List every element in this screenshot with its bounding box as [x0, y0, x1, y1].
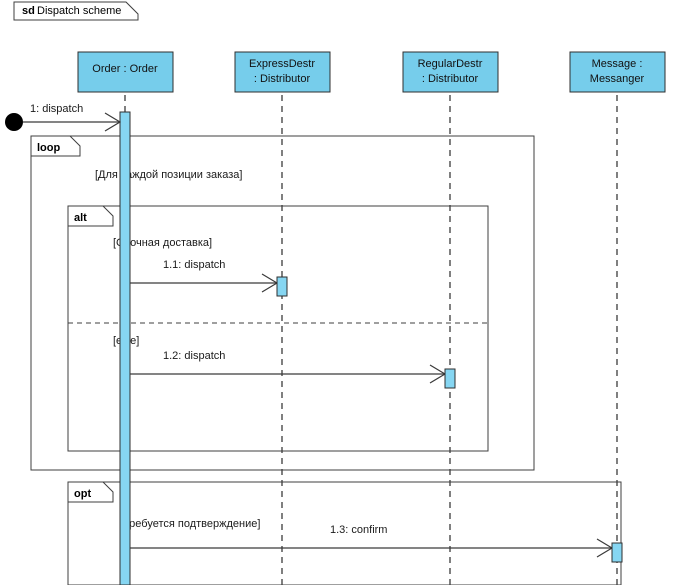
fragment-opt-operator: opt	[74, 488, 91, 500]
fragment-alt-operator: alt	[74, 212, 87, 224]
lifeline-head-order[interactable]: Order : Order	[77, 51, 174, 93]
message-1-3-label: 1.3: confirm	[330, 524, 387, 536]
fragment-alt-border[interactable]	[67, 205, 489, 452]
lifeline-head-messenger[interactable]: Message : Messanger	[569, 51, 666, 93]
diagram-frame-tab-shape	[13, 1, 139, 21]
fragment-loop-tab	[30, 135, 81, 157]
message-1-2-dispatch[interactable]: 1.2: dispatch	[130, 350, 456, 389]
fragment-loop-operator: loop	[37, 142, 60, 154]
activation-bar-regulardestr[interactable]	[444, 368, 456, 389]
fragment-loop-guard: [Для каждой позиции заказа]	[95, 169, 242, 181]
message-1-3-confirm[interactable]: 1.3: confirm	[130, 524, 623, 563]
lifeline-label-regulardestr-line1: RegularDestr	[418, 58, 483, 70]
lifeline-label-order-line1: Order : Order	[92, 63, 158, 75]
message-1-arrowhead	[104, 112, 122, 132]
message-1-2-label: 1.2: dispatch	[163, 350, 225, 362]
lifeline-head-regulardestr[interactable]: RegularDestr : Distributor	[402, 51, 499, 93]
lifeline-head-expressdestr[interactable]: ExpressDestr : Distributor	[234, 51, 331, 93]
fragment-alt[interactable]: alt [Срочная доставка] [else]	[67, 205, 489, 452]
fragment-alt-tab	[67, 205, 114, 227]
fragment-opt-guard: [Требуется подтверждение]	[120, 518, 260, 530]
lifeline-box-regulardestr[interactable]	[402, 51, 499, 93]
lifeline-box-expressdestr[interactable]	[234, 51, 331, 93]
message-1-1-dispatch[interactable]: 1.1: dispatch	[130, 259, 288, 297]
fragment-loop-border[interactable]	[30, 135, 535, 471]
fragment-loop[interactable]: loop [Для каждой позиции заказа]	[30, 135, 535, 471]
lifeline-label-messenger-line1: Message :	[592, 58, 643, 70]
lifeline-label-messenger-line2: Messanger	[590, 73, 645, 85]
activation-bar-messenger[interactable]	[611, 542, 623, 563]
diagram-frame-header: sd Dispatch scheme	[13, 1, 139, 21]
diagram-title: Dispatch scheme	[37, 5, 121, 17]
lifeline-label-expressdestr-line2: : Distributor	[254, 73, 311, 85]
fragment-alt-guard-1: [Срочная доставка]	[113, 237, 212, 249]
activation-bar-expressdestr[interactable]	[276, 276, 288, 297]
message-1-1-label: 1.1: dispatch	[163, 259, 225, 271]
fragment-opt-tab	[67, 481, 114, 503]
diagram-kind-label: sd	[22, 5, 35, 17]
message-1-dispatch[interactable]: 1: dispatch	[5, 103, 122, 132]
lifeline-label-regulardestr-line2: : Distributor	[422, 73, 479, 85]
fragment-opt[interactable]: opt [Требуется подтверждение]	[67, 481, 622, 585]
found-message-start-dot	[5, 113, 23, 131]
activation-bar-order[interactable]	[119, 111, 131, 585]
lifeline-box-order[interactable]	[77, 51, 174, 93]
lifeline-box-messenger[interactable]	[569, 51, 666, 93]
message-1-label: 1: dispatch	[30, 103, 83, 115]
fragment-opt-border[interactable]	[67, 481, 622, 585]
lifeline-label-expressdestr-line1: ExpressDestr	[249, 58, 315, 70]
